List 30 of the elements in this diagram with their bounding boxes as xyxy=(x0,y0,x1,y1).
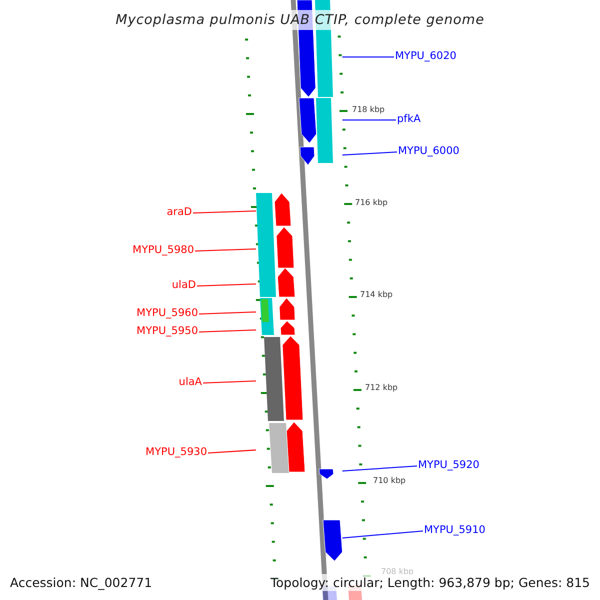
leader-line xyxy=(196,284,256,286)
leader-line xyxy=(208,450,256,454)
leader-line xyxy=(198,330,256,332)
leader-line xyxy=(198,312,256,314)
gene-label: araD xyxy=(166,206,192,218)
leader-line xyxy=(342,56,394,58)
scale-label: 716 kbp xyxy=(355,198,388,208)
leader-line xyxy=(202,380,256,384)
leader-line xyxy=(342,466,418,472)
info-text: Topology: circular; Length: 963,879 bp; Genes: 815 xyxy=(268,574,592,591)
gene-label: MYPU_5910 xyxy=(424,524,486,536)
scale-label: 708 kbp xyxy=(381,567,414,577)
leader-line xyxy=(342,152,398,156)
gene-label: ulaA xyxy=(178,376,202,388)
gene-label: ulaD xyxy=(172,279,196,291)
gene-label: pfkA xyxy=(397,113,421,125)
gene-label: MYPU_5950 xyxy=(136,325,198,337)
scale-label: 712 kbp xyxy=(365,383,398,393)
scale-label: 714 kbp xyxy=(360,290,393,300)
leader-line xyxy=(192,210,256,214)
scale-label: 718 kbp xyxy=(352,105,385,115)
gene-label: MYPU_5980 xyxy=(132,244,194,256)
gene-label: MYPU_6020 xyxy=(395,50,456,62)
leader-line xyxy=(194,248,256,252)
scale-label: 710 kbp xyxy=(373,476,406,486)
gene-label: MYPU_5960 xyxy=(136,307,198,319)
gene-label: MYPU_5920 xyxy=(418,459,480,471)
gene-label: MYPU_6000 xyxy=(398,145,460,157)
leader-line xyxy=(342,530,424,538)
gene-label: MYPU_5930 xyxy=(146,446,207,458)
